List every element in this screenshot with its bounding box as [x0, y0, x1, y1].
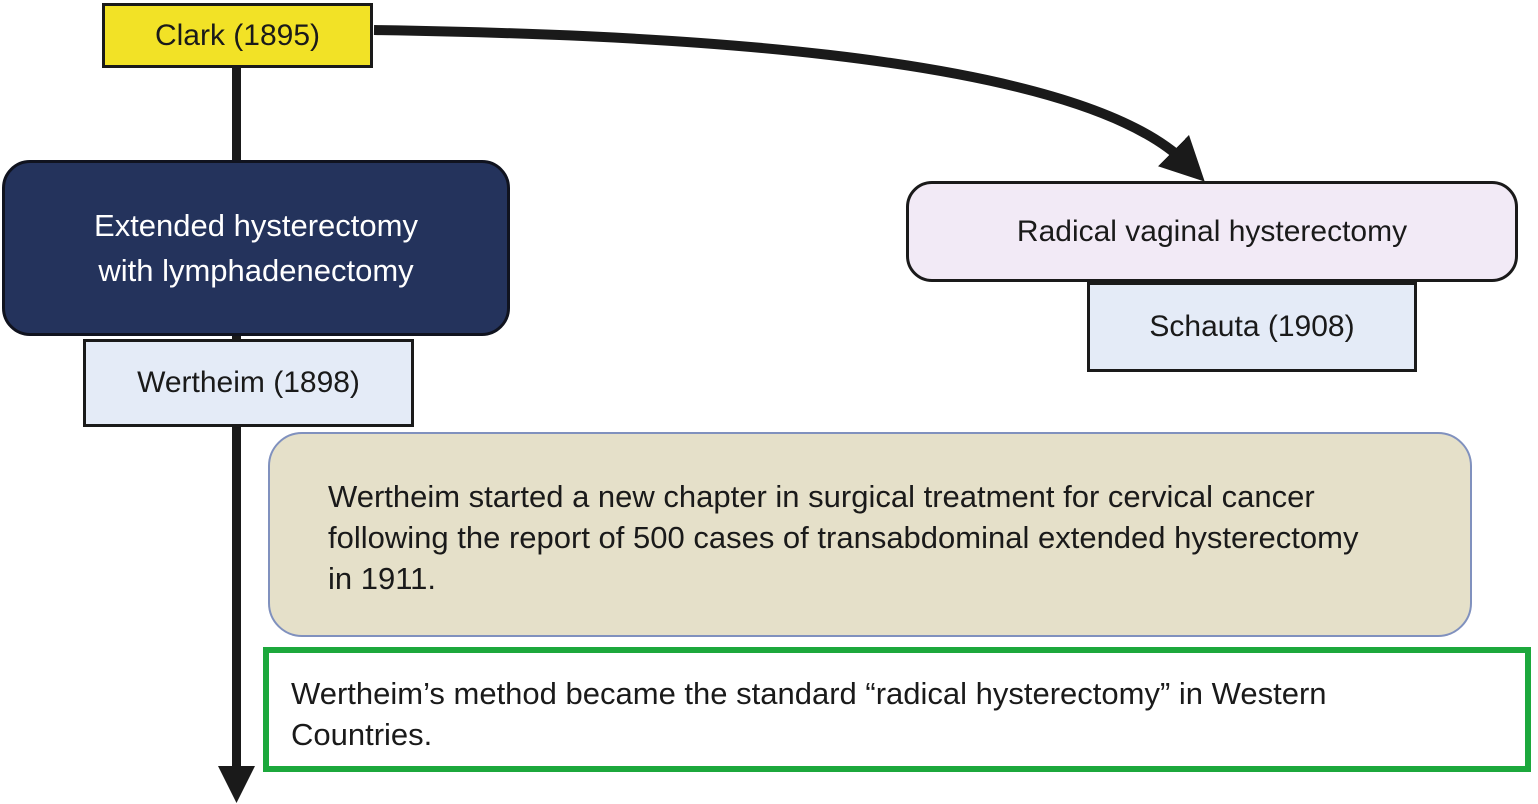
standard-method-text: Wertheim’s method became the standard “r… — [291, 676, 1327, 752]
standard-method-note: Wertheim’s method became the standard “r… — [263, 647, 1531, 772]
wertheim-label: Wertheim (1898) — [137, 366, 360, 399]
clark-node: Clark (1895) — [102, 3, 373, 68]
radical-vaginal-label: Radical vaginal hysterectomy — [1016, 214, 1408, 248]
extended-hysterectomy-label-line2: with lymphadenectomy — [98, 253, 414, 288]
extended-hysterectomy-label-line1: Extended hysterectomy — [94, 208, 418, 243]
extended-hysterectomy-node: Extended hysterectomy with lymphadenecto… — [2, 160, 510, 336]
schauta-node: Schauta (1908) — [1087, 282, 1417, 372]
wertheim-report-text: Wertheim started a new chapter in surgic… — [328, 479, 1359, 596]
timeline-arrowhead-icon — [218, 766, 255, 803]
wertheim-node: Wertheim (1898) — [83, 339, 414, 427]
clark-label: Clark (1895) — [154, 18, 321, 52]
wertheim-report-note: Wertheim started a new chapter in surgic… — [268, 432, 1472, 637]
clark-to-radical-arrow-icon — [373, 25, 1205, 182]
schauta-label: Schauta (1908) — [1149, 310, 1355, 343]
radical-vaginal-node: Radical vaginal hysterectomy — [906, 181, 1518, 282]
